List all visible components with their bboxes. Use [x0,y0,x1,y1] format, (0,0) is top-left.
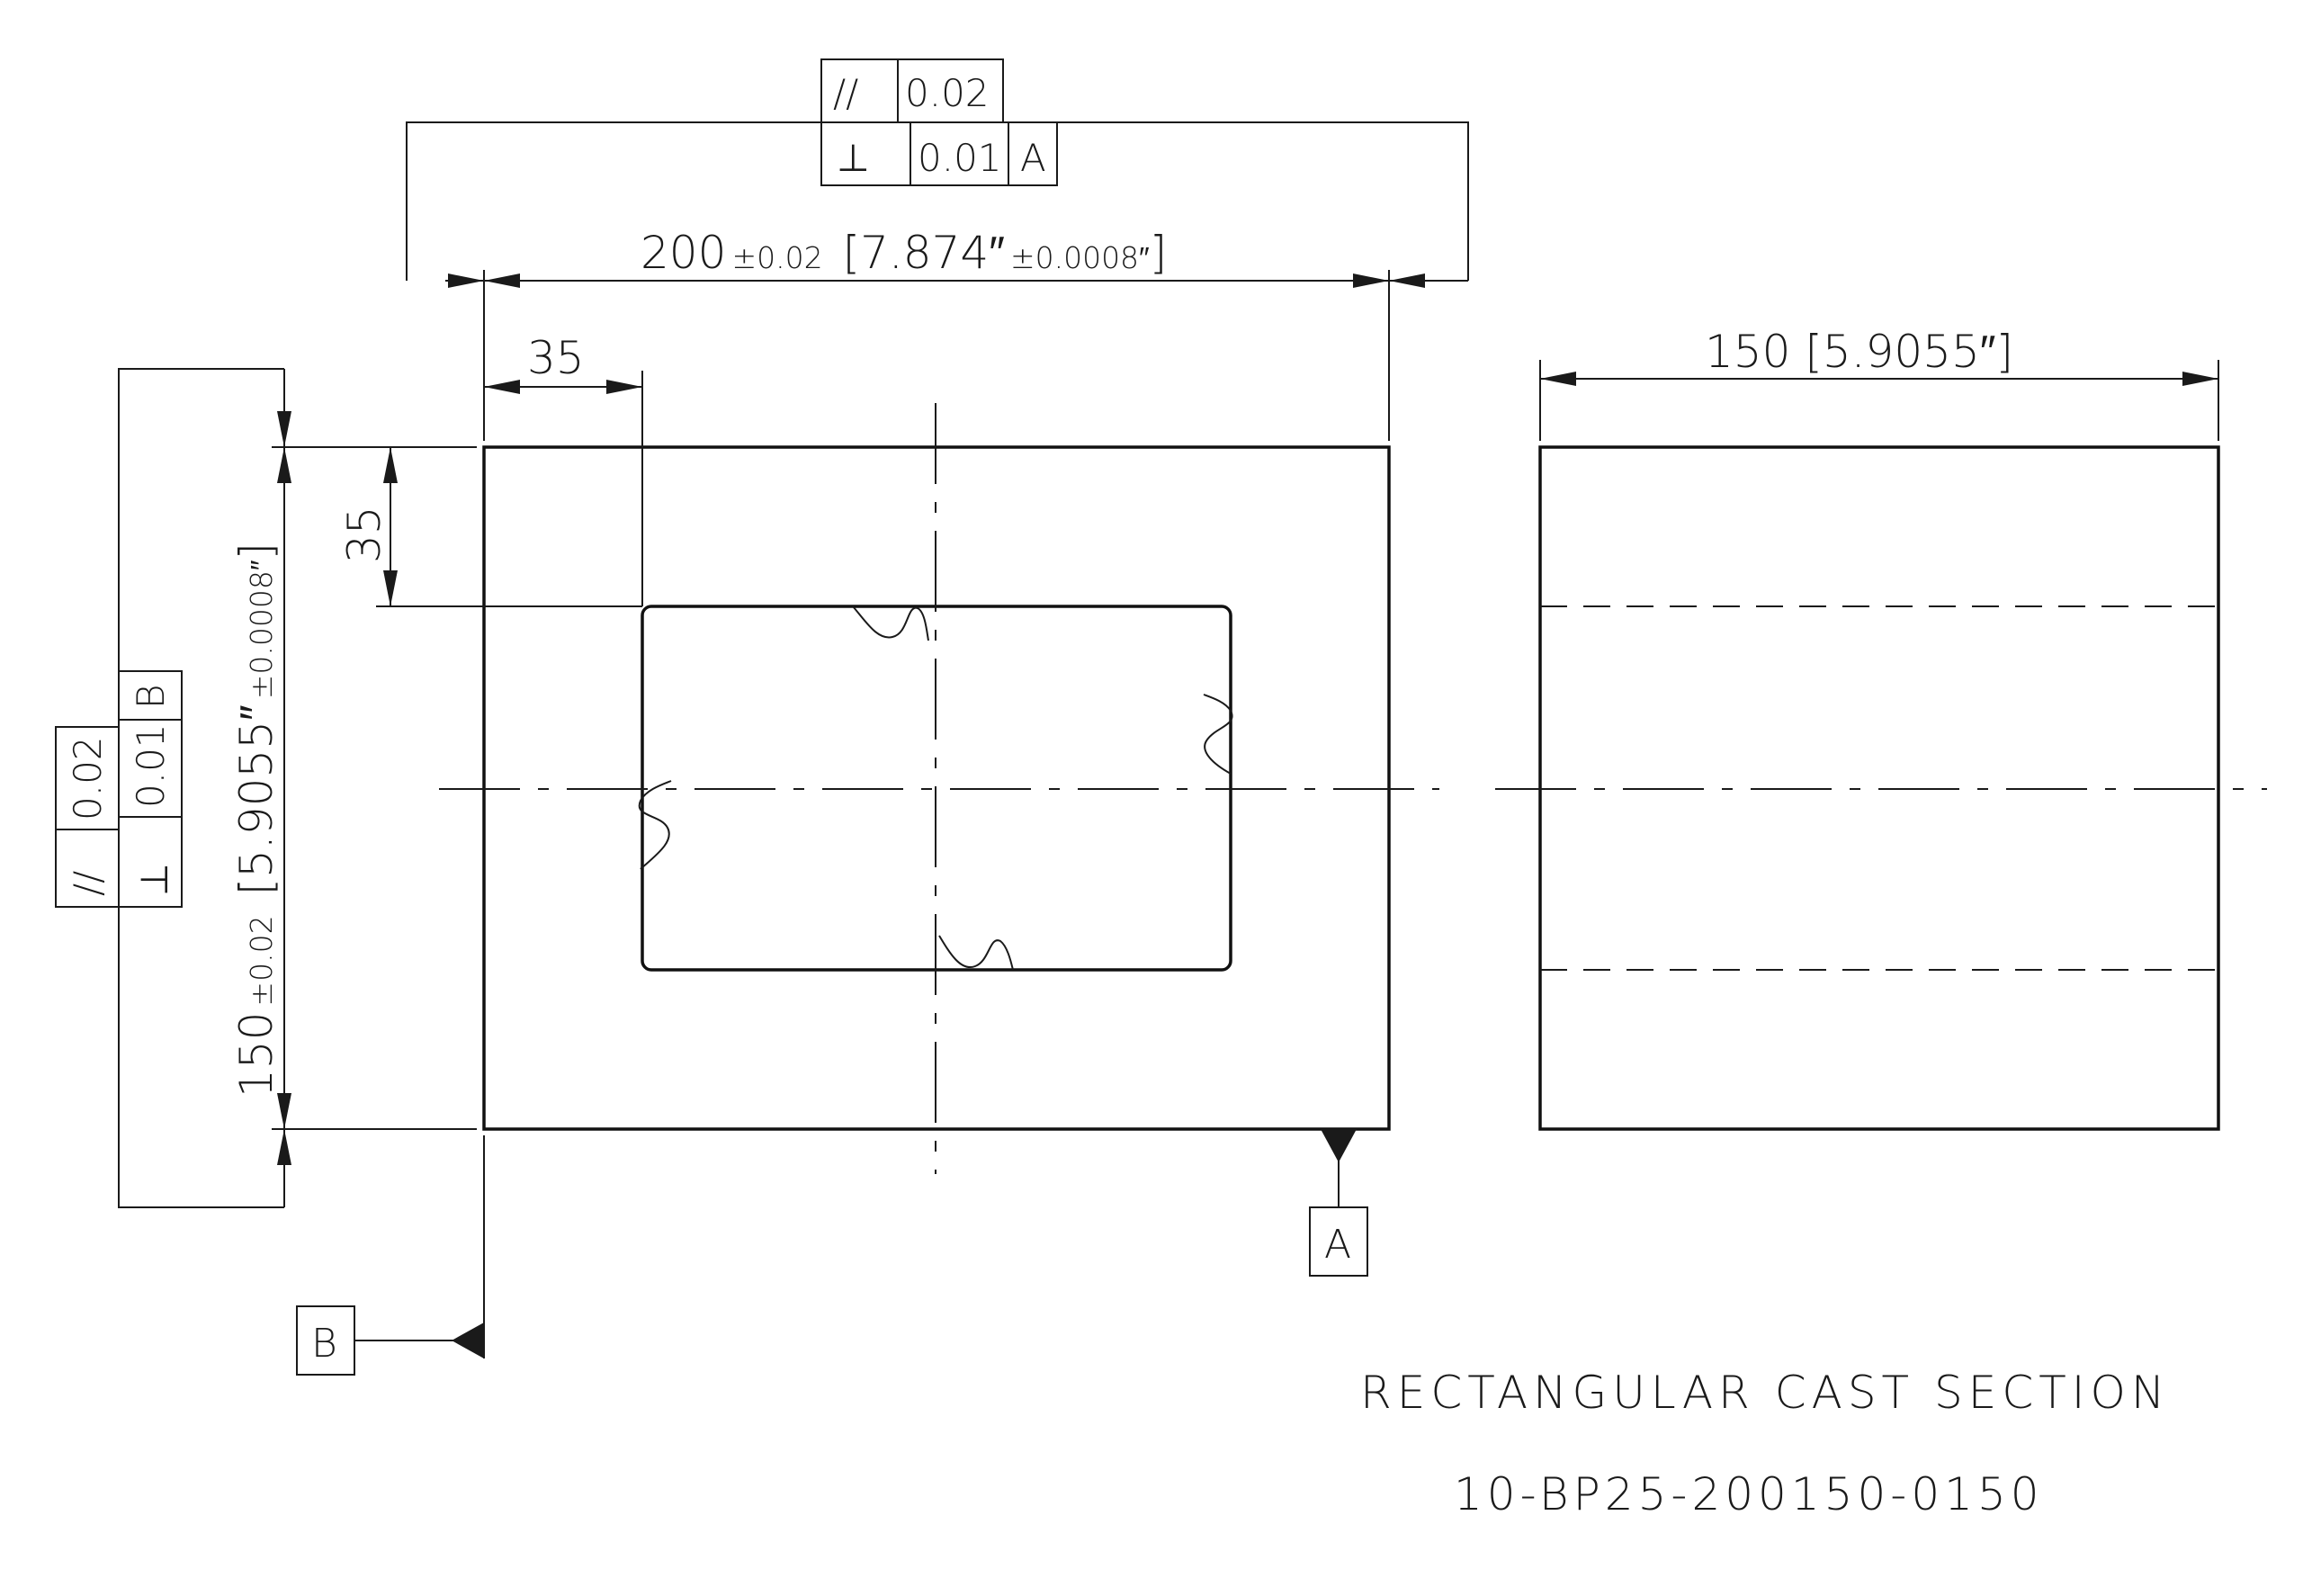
break-symbol-right [1203,694,1233,775]
datum-a: A [1309,1129,1368,1277]
datum-a-label: A [1324,1222,1351,1268]
offset-y-label: 35 [338,506,390,563]
left-feature-control-frame: // 0.02 ⊥ 0.01 B [55,670,183,908]
break-symbol-left [638,780,672,870]
height-dimension: 150±0.02[5.9055″±0.0008″] [118,368,477,1208]
offset-y-dimension: 35 [338,447,642,607]
height-dimension-label: 150±0.02[5.9055″±0.0008″] [230,542,282,1098]
side-width-label: 150 [5.9055″] [1705,326,2013,378]
fcf-left-datum: B [129,684,173,709]
datum-b-label: B [311,1321,337,1367]
fcf-top-perp-value: 0.01 [918,136,1002,180]
side-view [1495,445,2267,1131]
datum-b: B [296,1135,485,1376]
offset-x-dimension: 35 [484,332,643,606]
part-number: 10-BP25-200150-0150 [1454,1468,2044,1520]
offset-x-label: 35 [527,332,585,384]
side-width-dimension: 150 [5.9055″] [1539,326,2219,441]
drawing-title: RECTANGULAR CAST SECTION [1360,1367,2170,1419]
fcf-left-perp-symbol: ⊥ [132,863,176,896]
fcf-left-parallel-symbol: // [66,871,110,896]
top-feature-control-frame: // 0.02 ⊥ 0.01 A [820,58,1058,186]
fcf-top-parallel-symbol: // [833,71,858,115]
width-dimension-label: 200±0.02[7.874″±0.0008″] [641,227,1167,279]
fcf-top-datum: A [1020,136,1046,180]
break-symbol-bottom [938,935,1014,971]
fcf-top-parallel-value: 0.02 [905,71,990,115]
fcf-top-perp-symbol: ⊥ [837,136,870,180]
fcf-left-perp-value: 0.01 [129,723,173,808]
fcf-left-parallel-value: 0.02 [66,736,110,820]
front-view [439,403,1439,1174]
break-symbol-top [852,605,929,641]
